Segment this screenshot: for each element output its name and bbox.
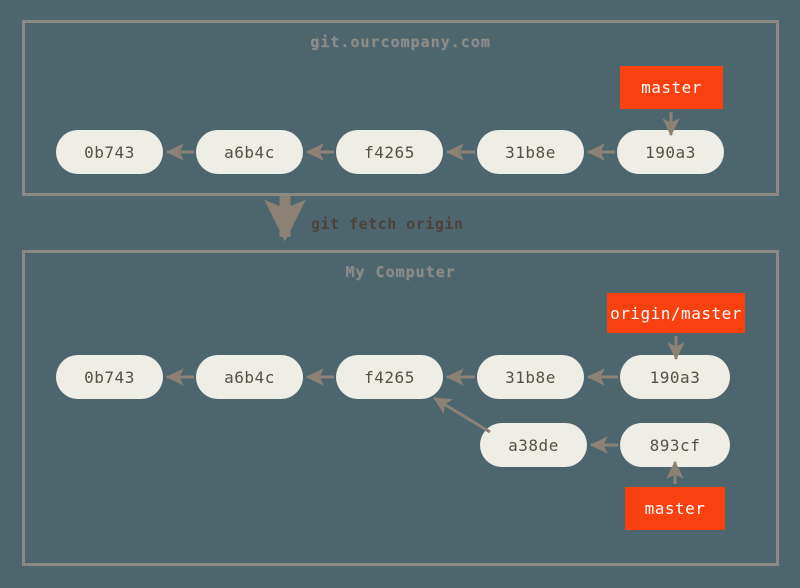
commit-node[interactable]: f4265 — [336, 355, 443, 399]
commit-label: 190a3 — [645, 142, 696, 162]
commit-label: 0b743 — [84, 367, 135, 387]
ref-label: origin/master — [610, 303, 742, 323]
ref-label: master — [644, 499, 706, 518]
commit-label: a38de — [508, 435, 559, 455]
ref-label: master — [641, 78, 702, 97]
commit-label: 31b8e — [505, 142, 556, 162]
commit-node[interactable]: 31b8e — [477, 355, 584, 399]
commit-node[interactable]: a6b4c — [196, 130, 303, 174]
commit-label: 190a3 — [649, 367, 701, 387]
commit-node[interactable]: f4265 — [336, 130, 443, 174]
ref-master-server[interactable]: master — [620, 66, 723, 109]
commit-label: 31b8e — [505, 367, 556, 387]
commit-node[interactable]: 893cf — [620, 423, 730, 467]
commit-node[interactable]: 31b8e — [477, 130, 584, 174]
commit-label: 0b743 — [84, 142, 135, 162]
commit-node[interactable]: a38de — [480, 423, 587, 467]
ref-master-local[interactable]: master — [625, 487, 725, 530]
commit-label: 893cf — [649, 435, 701, 455]
commit-label: a6b4c — [224, 142, 275, 162]
panel-server-title: git.ourcompany.com — [310, 33, 491, 51]
panel-local-title: My Computer — [345, 263, 456, 281]
commit-label: f4265 — [364, 142, 415, 162]
commit-node[interactable]: 190a3 — [620, 355, 730, 399]
commit-node[interactable]: 190a3 — [617, 130, 724, 174]
fetch-command-label: git fetch origin — [311, 215, 464, 233]
commit-node[interactable]: a6b4c — [196, 355, 303, 399]
panel-server: git.ourcompany.com — [22, 20, 779, 196]
commit-node[interactable]: 0b743 — [56, 355, 163, 399]
panel-local: My Computer — [22, 250, 779, 566]
commit-node[interactable]: 0b743 — [56, 130, 163, 174]
commit-label: f4265 — [364, 367, 415, 387]
ref-origin-master[interactable]: origin/master — [607, 293, 745, 333]
commit-label: a6b4c — [224, 367, 275, 387]
